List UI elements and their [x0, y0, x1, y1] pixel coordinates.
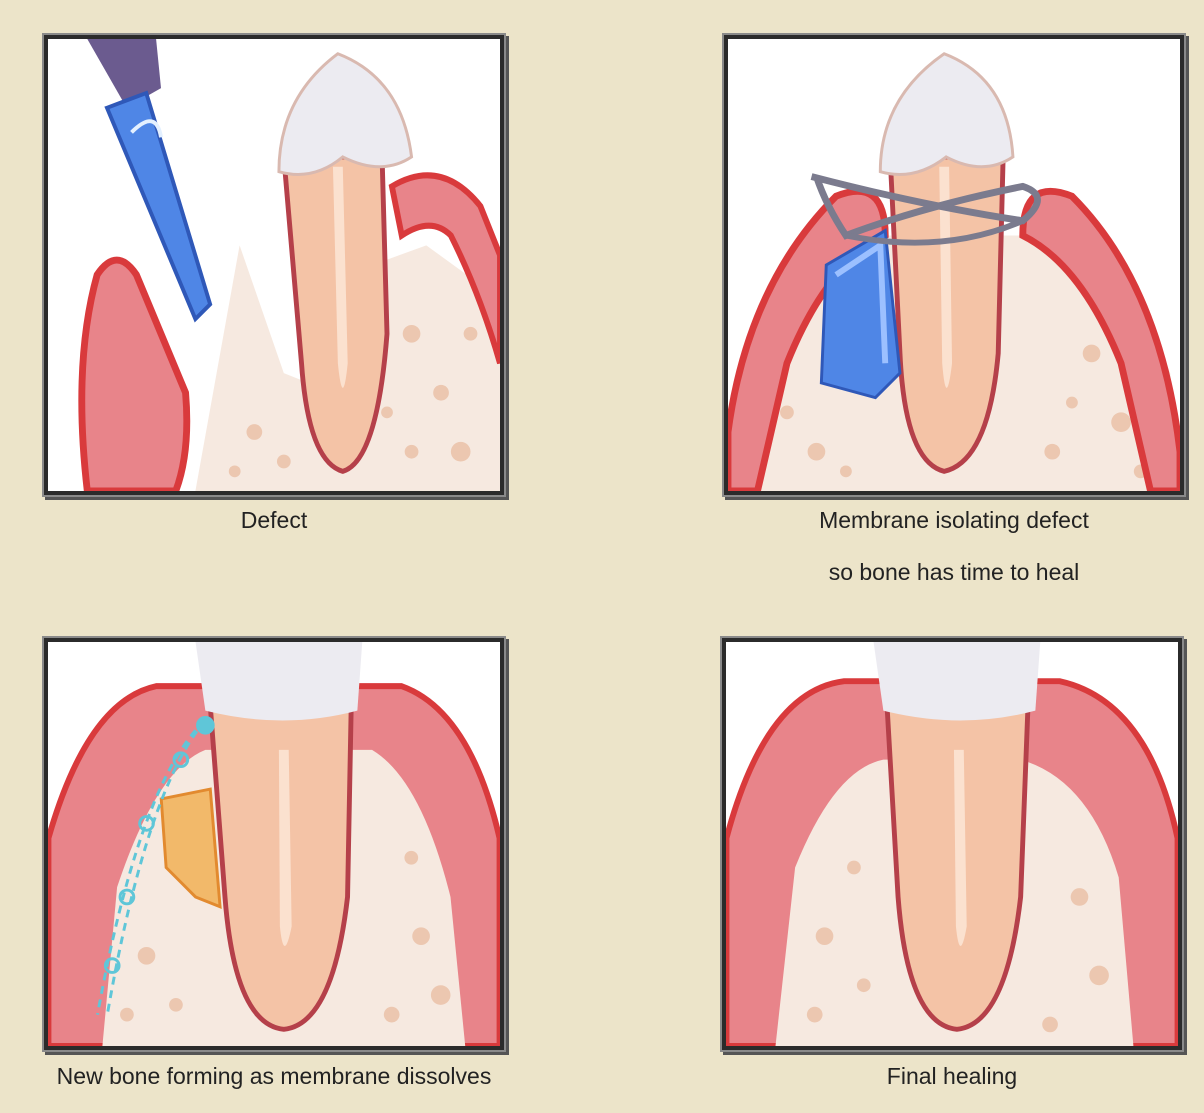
diagram-panel-membrane	[724, 35, 1184, 495]
diagram-panel-new-bone	[44, 638, 504, 1050]
final-healing-illustration	[726, 642, 1178, 1046]
caption-line: Defect	[44, 494, 504, 546]
caption-line: Final healing	[722, 1050, 1182, 1102]
caption-line: Membrane isolating defect	[724, 494, 1184, 546]
caption-line: New bone forming as membrane dissolves	[0, 1050, 548, 1102]
caption-new-bone: New bone forming as membrane dissolves	[0, 1050, 548, 1102]
new-bone-illustration	[48, 642, 500, 1046]
diagram-panel-final-healing	[722, 638, 1182, 1050]
membrane-illustration	[728, 39, 1180, 491]
caption-final-healing: Final healing	[722, 1050, 1182, 1102]
diagram-panel-defect	[44, 35, 504, 495]
caption-defect: Defect	[44, 494, 504, 546]
caption-membrane: Membrane isolating defect so bone has ti…	[724, 494, 1184, 598]
defect-illustration	[48, 39, 500, 491]
caption-line: so bone has time to heal	[724, 546, 1184, 598]
